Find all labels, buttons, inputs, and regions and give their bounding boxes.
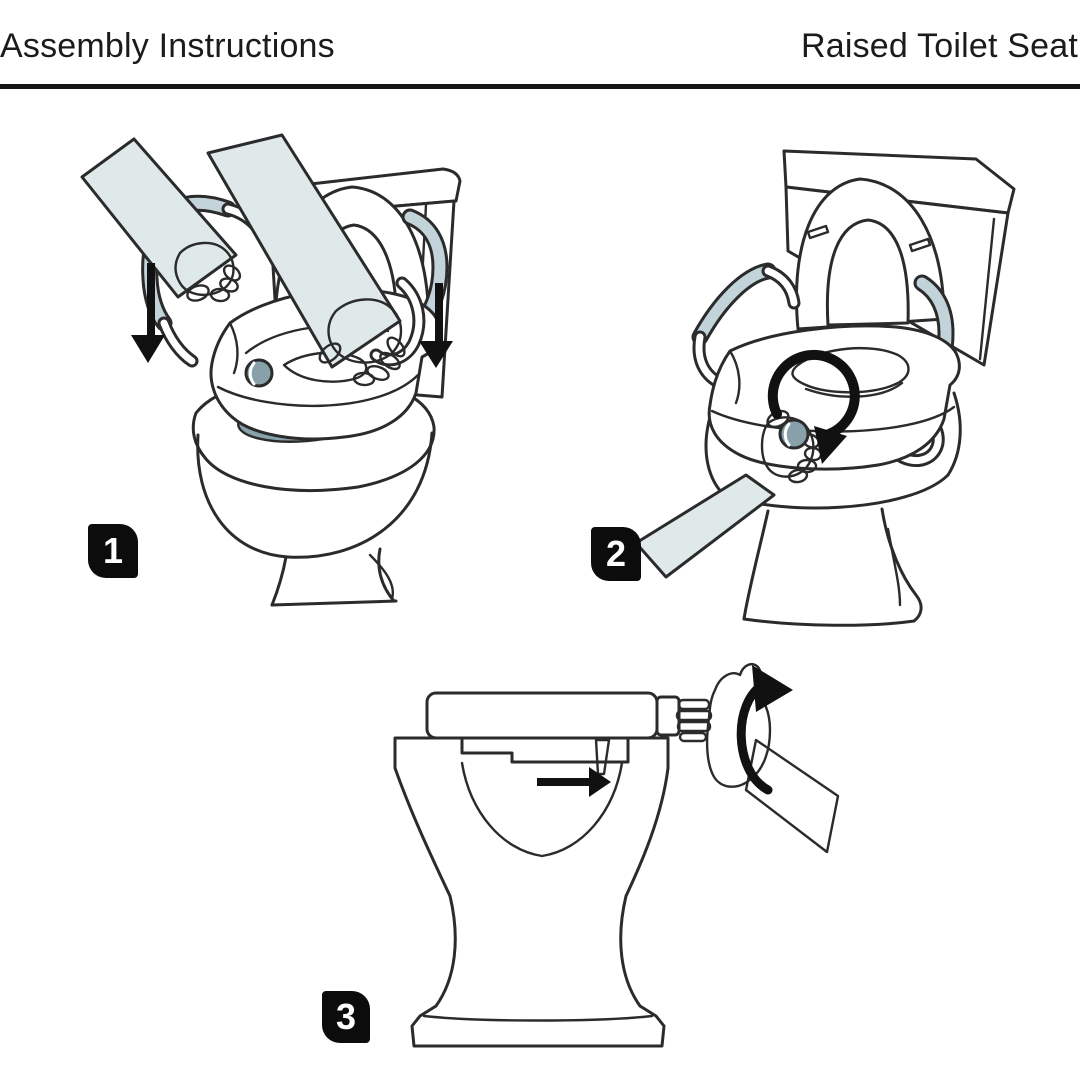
rotate-arrow-icon <box>736 665 793 795</box>
toilet-side-profile <box>393 736 670 1048</box>
down-arrow-icon <box>131 263 453 368</box>
step-number-badge: 1 <box>88 524 138 578</box>
step-number: 1 <box>102 530 124 571</box>
lid-hinge-slot <box>908 237 932 253</box>
rotate-arrow-icon <box>767 349 860 464</box>
seat-bracket <box>594 738 611 776</box>
step-number: 2 <box>605 533 627 574</box>
gripping-fingers <box>675 698 713 743</box>
left-armrest-pad <box>694 265 774 343</box>
step-3-illustration <box>393 663 840 1048</box>
page-title: Assembly Instructions <box>0 27 335 65</box>
toilet-tank-lid <box>782 149 1016 215</box>
raised-seat-side <box>425 691 659 740</box>
seat-end-cap <box>655 695 681 737</box>
step-number-badge: 2 <box>591 527 641 581</box>
header-divider <box>0 84 1080 89</box>
product-title: Raised Toilet Seat <box>800 27 1078 65</box>
hand <box>705 663 772 788</box>
lid-hinge-slot <box>806 224 830 240</box>
step-2-illustration <box>634 149 1016 627</box>
right-arrow-icon <box>537 767 611 797</box>
step-number: 3 <box>335 996 357 1037</box>
left-arm <box>80 137 238 299</box>
step-1-illustration <box>80 133 462 607</box>
left-hand <box>174 241 235 296</box>
step-number-badge: 3 <box>322 991 370 1043</box>
forearm <box>744 738 840 854</box>
forearm <box>634 473 776 579</box>
